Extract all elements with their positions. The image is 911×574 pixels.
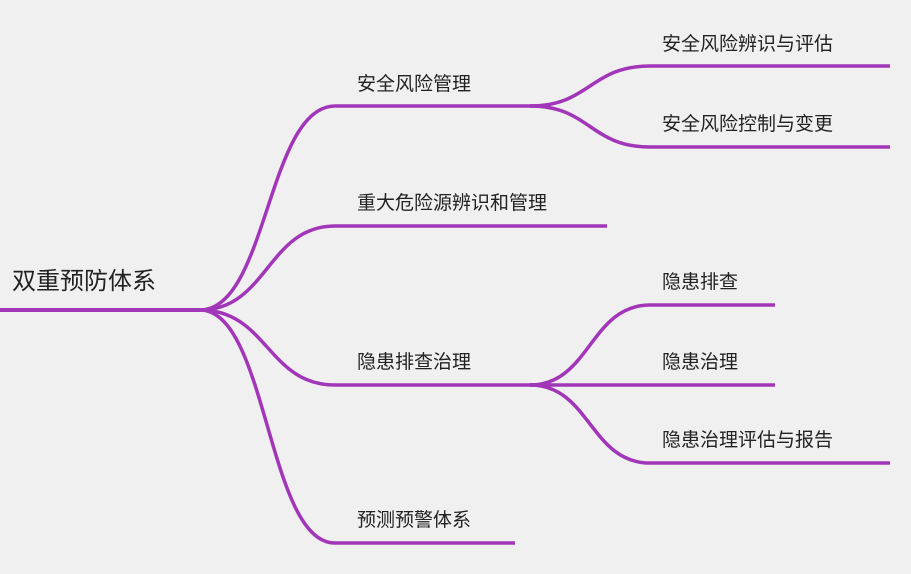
branch-node[interactable]: 安全风险管理	[357, 73, 472, 95]
leaf-line-2-0	[529, 303, 775, 387]
branch-line-2	[199, 308, 545, 387]
leaf-node[interactable]: 隐患治理评估与报告	[662, 429, 834, 451]
leaf-node[interactable]: 隐患排查	[662, 271, 739, 293]
branch-line-1	[199, 224, 607, 312]
branch-node[interactable]: 隐患排查治理	[357, 351, 472, 373]
branch-line-0	[199, 104, 545, 312]
leaf-line-0-0	[529, 64, 890, 108]
leaf-node[interactable]: 隐患治理	[662, 351, 739, 373]
branch-node[interactable]: 预测预警体系	[357, 509, 472, 531]
leaf-node[interactable]: 安全风险控制与变更	[662, 113, 834, 135]
branch-node[interactable]: 重大危险源辨识和管理	[357, 192, 548, 214]
root-node[interactable]: 双重预防体系	[12, 267, 156, 295]
leaf-line-0-1	[529, 104, 890, 149]
branch-line-3	[199, 308, 515, 545]
leaf-line-2-2	[529, 383, 890, 465]
leaf-node[interactable]: 安全风险辨识与评估	[662, 33, 834, 55]
